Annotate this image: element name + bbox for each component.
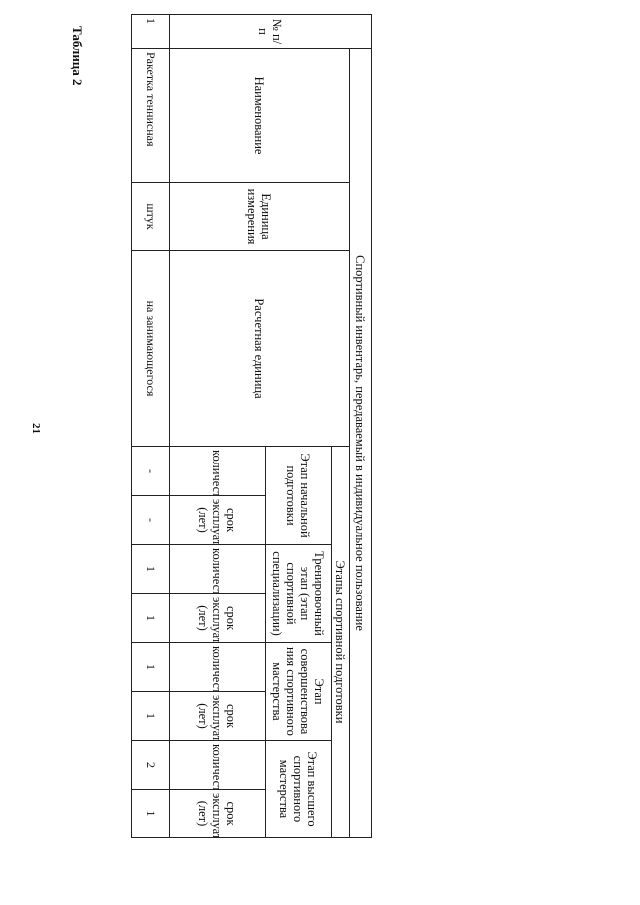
cell-calc-unit: на занимающегося [131,250,170,447]
header-stages: Этапы спортивной подготовки [331,446,350,838]
header-unit: Единица измерения [169,182,350,251]
subheader-quantity: количество [169,446,266,496]
subheader-period: срок эксплуатации (лет) [169,691,266,741]
stage-initial: Этап начальной подготовки [265,446,332,545]
stage-highest: Этап высшего спортивного мастерства [265,740,332,838]
subheader-quantity: количество [169,740,266,790]
header-calc-unit: Расчетная единица [169,250,350,447]
cell-initial-period: - [131,495,170,545]
subheader-period: срок эксплуатации (лет) [169,789,266,838]
stage-training: Тренировочный этап (этап спортивной спец… [265,544,332,643]
table-row: 1 Ракетка теннисная штук на занимающегос… [131,14,170,838]
cell-highest-quantity: 2 [131,740,170,790]
table-caption: Таблица 2 [70,26,85,86]
cell-training-period: 1 [131,593,170,643]
cell-improvement-period: 1 [131,691,170,741]
subheader-quantity: количество [169,544,266,594]
cell-highest-period: 1 [131,789,170,838]
stage-improvement: Этап совершенствова ния спортивного маст… [265,642,332,741]
subheader-quantity: количество [169,642,266,692]
cell-initial-quantity: - [131,446,170,496]
page-number: 21 [30,422,42,434]
equipment-table: № п/п Спортивный инвентарь, передаваемый… [131,14,372,838]
cell-name: Ракетка теннисная [131,48,170,183]
header-group: Спортивный инвентарь, передаваемый в инд… [349,48,372,838]
cell-unit: штук [131,182,170,251]
header-no: № п/п [169,14,372,49]
subheader-period: срок эксплуатации (лет) [169,593,266,643]
cell-training-quantity: 1 [131,544,170,594]
cell-improvement-quantity: 1 [131,642,170,692]
cell-no: 1 [131,14,170,49]
header-name: Наименование [169,48,350,183]
rotated-table-container: № п/п Спортивный инвентарь, передаваемый… [131,14,372,838]
subheader-period: срок эксплуатации (лет) [169,495,266,545]
